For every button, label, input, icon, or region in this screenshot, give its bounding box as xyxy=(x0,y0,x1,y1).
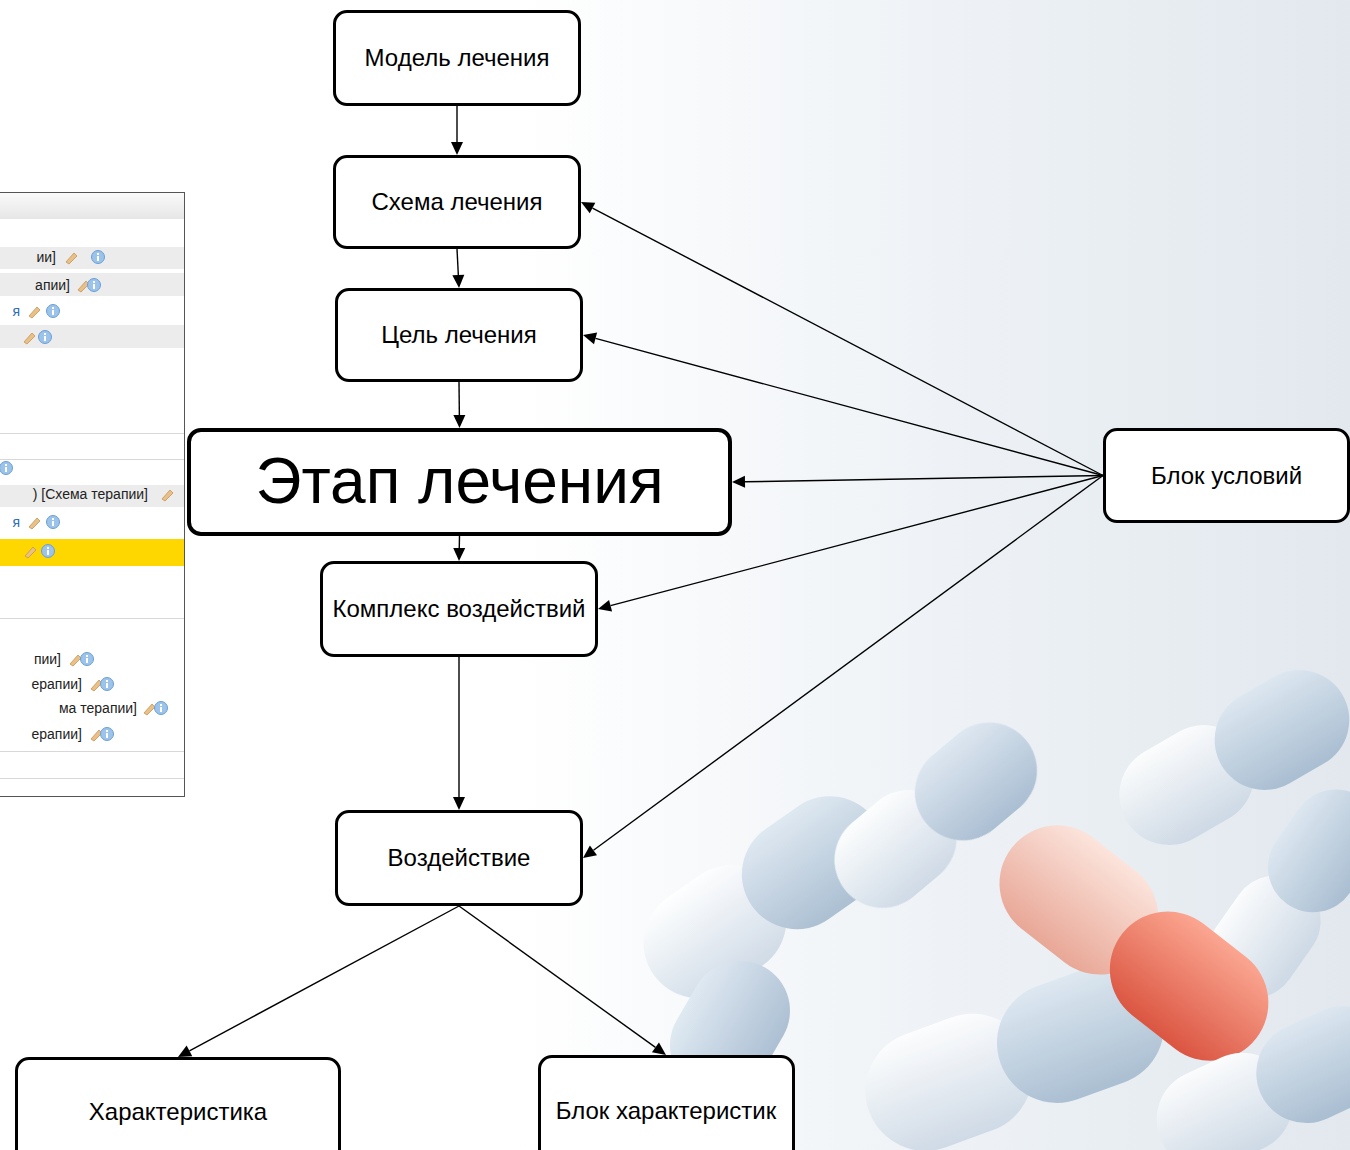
edit-icon xyxy=(29,307,40,318)
edit-icon xyxy=(25,547,36,558)
process-box: Модель лечения xyxy=(333,10,581,106)
connector-arrow xyxy=(451,106,463,155)
table-cell-text: пии] xyxy=(34,650,61,668)
box-label: Блок характеристик xyxy=(556,1095,777,1126)
row-separator xyxy=(0,459,185,460)
box-text-wrap: Цель лечения xyxy=(381,319,537,350)
connector-line xyxy=(458,657,459,797)
info-icon xyxy=(42,545,55,558)
screenshot-panel: ии] апии] я ) [Схема терапии] я пии] ерапии] ма… xyxy=(0,192,185,797)
info-icon xyxy=(88,279,101,292)
arrowhead xyxy=(453,548,465,561)
edit-icon xyxy=(144,704,155,715)
connector-line xyxy=(457,249,458,275)
arrowhead xyxy=(581,202,595,213)
table-cell-text: ерапии] xyxy=(32,725,82,743)
box-label: Схема лечения xyxy=(372,186,543,217)
box-text-wrap: Блок условий xyxy=(1151,460,1302,491)
edit-icon xyxy=(162,490,173,501)
table-cell-text: я xyxy=(12,302,20,320)
process-box: Этап лечения xyxy=(187,428,732,536)
connector-line xyxy=(459,536,461,548)
arrowhead xyxy=(453,797,465,810)
box-label: Блок условий xyxy=(1151,460,1302,491)
table-cell-text: ии] xyxy=(36,248,56,266)
connector-line xyxy=(456,106,457,142)
box-text-wrap: Характеристика xyxy=(89,1096,267,1127)
table-cell-text: ) [Схема терапии] xyxy=(33,485,148,503)
row-separator xyxy=(0,751,185,752)
connector-line xyxy=(458,382,460,415)
info-icon xyxy=(47,516,60,529)
process-box: Воздействие xyxy=(335,810,583,906)
box-label: Характеристика xyxy=(89,1096,267,1127)
process-box: Цель лечения xyxy=(335,288,583,382)
box-label: Этап лечения xyxy=(255,440,663,523)
table-cell-text: ерапии] xyxy=(32,675,82,693)
table-cell-text: апии] xyxy=(35,276,70,294)
connector-arrow xyxy=(453,536,465,561)
info-icon xyxy=(101,678,114,691)
arrowhead xyxy=(583,333,597,345)
arrowhead xyxy=(453,415,465,428)
panel-header xyxy=(0,193,185,219)
connector-arrow xyxy=(453,657,465,810)
edit-icon xyxy=(70,655,81,666)
edit-icon xyxy=(29,518,40,529)
row-separator xyxy=(0,433,185,434)
box-label: Воздействие xyxy=(388,842,531,873)
info-icon xyxy=(92,251,105,264)
box-label: Цель лечения xyxy=(381,319,537,350)
arrowhead xyxy=(652,1043,666,1055)
info-icon xyxy=(81,653,94,666)
table-row xyxy=(0,325,185,348)
info-icon xyxy=(39,331,52,344)
box-text-wrap: Комплекс воздействий xyxy=(333,593,586,624)
row-separator xyxy=(0,778,185,779)
info-icon xyxy=(47,305,60,318)
arrowhead xyxy=(452,275,464,288)
box-label: Модель лечения xyxy=(365,42,550,73)
info-icon xyxy=(155,702,168,715)
row-separator xyxy=(0,618,185,619)
process-box: Комплекс воздействий xyxy=(320,561,598,657)
process-box: Характеристика xyxy=(15,1057,341,1150)
arrowhead xyxy=(732,476,745,488)
arrowhead xyxy=(451,142,463,155)
process-box: Блок условий xyxy=(1103,428,1350,523)
info-icon xyxy=(101,728,114,741)
connector-line xyxy=(459,906,655,1047)
box-text-wrap: Этап лечения xyxy=(255,440,663,523)
box-text-wrap: Блок характеристик xyxy=(556,1095,777,1126)
connector-arrow xyxy=(178,906,459,1057)
connector-arrow xyxy=(459,906,666,1055)
table-cell-text: я xyxy=(12,513,20,531)
connector-arrow xyxy=(452,249,464,288)
arrowhead xyxy=(583,845,597,858)
connector-line xyxy=(745,476,1103,482)
edit-icon xyxy=(66,253,77,264)
connector-arrow xyxy=(732,476,1103,488)
table-cell-text: ма терапии] xyxy=(59,699,137,717)
box-label: Комплекс воздействий xyxy=(333,593,586,624)
edit-icon xyxy=(24,333,35,344)
connector-arrow xyxy=(453,382,465,428)
box-text-wrap: Модель лечения xyxy=(365,42,550,73)
arrowhead xyxy=(178,1046,192,1057)
process-box: Схема лечения xyxy=(333,155,581,249)
connector-line xyxy=(189,906,459,1051)
info-icon xyxy=(0,462,13,475)
box-text-wrap: Схема лечения xyxy=(372,186,543,217)
arrowhead xyxy=(598,600,612,612)
box-text-wrap: Воздействие xyxy=(388,842,531,873)
process-box: Блок характеристик xyxy=(538,1055,795,1150)
